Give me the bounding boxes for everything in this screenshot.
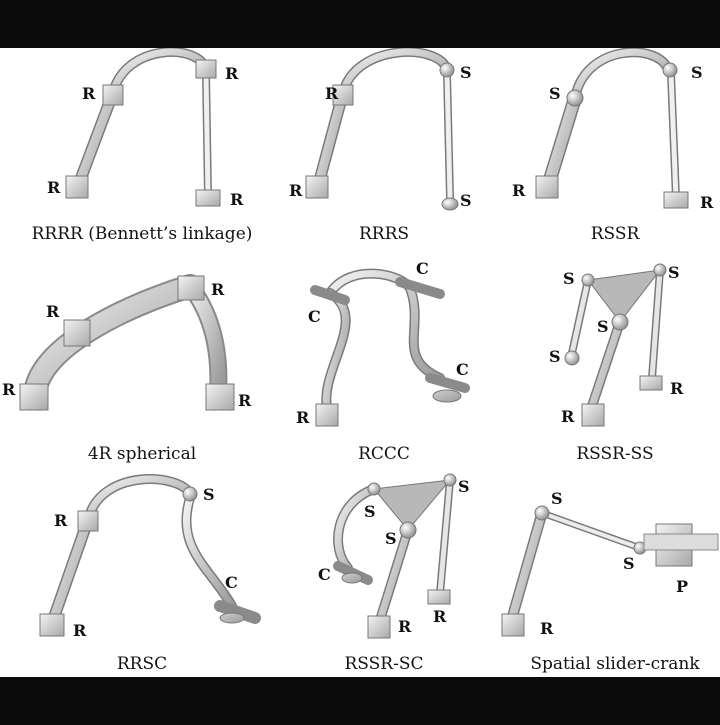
joint-label: S (385, 529, 397, 548)
joint-label: C (225, 573, 238, 592)
joint-label: R (82, 84, 96, 103)
spatial-slider-crank (501, 505, 719, 637)
joint-label: R (561, 407, 575, 426)
joint-label: R (46, 302, 60, 321)
spherical-4r-linkage (19, 274, 235, 411)
joint-label: S (549, 84, 561, 103)
caption-rrrr: RRRR (Bennett’s linkage) (31, 224, 253, 244)
joint-label: S (563, 269, 575, 288)
linkage-illustrations: R R R R R S R S S S R R R R R R C C C R (2, 48, 719, 640)
joint-label: R (230, 190, 244, 209)
caption-rrrs: RRRS (358, 224, 410, 244)
joint-label: S (691, 63, 703, 82)
joint-label: R (54, 511, 68, 530)
joint-label: C (456, 360, 469, 379)
joint-label: R (512, 181, 526, 200)
caption-rssr: RSSR (590, 224, 640, 244)
caption-rccc: RCCC (358, 444, 410, 464)
joint-label: R (296, 408, 310, 427)
joint-label: S (549, 347, 561, 366)
joint-label: S (668, 263, 680, 282)
joint-label: R (433, 607, 447, 626)
rssr-ss-linkage (564, 263, 667, 427)
joint-labels: R R R R R S R S S S R R R R R R C C C R (2, 63, 714, 640)
joint-label: R (398, 617, 412, 636)
caption-spatial-slider-crank: Spatial slider-crank (530, 654, 700, 674)
joint-label: S (364, 502, 376, 521)
joint-label: C (416, 259, 429, 278)
joint-label: S (458, 477, 470, 496)
joint-label: S (203, 485, 215, 504)
joint-label: R (47, 178, 61, 197)
joint-label: R (211, 280, 225, 299)
joint-label: R (700, 193, 714, 212)
joint-label: R (289, 181, 303, 200)
joint-label: R (325, 84, 339, 103)
joint-label: R (225, 64, 239, 83)
joint-label: R (670, 379, 684, 398)
joint-label: C (308, 307, 321, 326)
caption-rssr-sc: RSSR-SC (344, 654, 424, 674)
joint-label: S (597, 317, 609, 336)
rrsc-linkage (39, 474, 261, 637)
joint-label: S (551, 489, 563, 508)
joint-label: R (2, 380, 16, 399)
rssr-linkage (535, 48, 689, 209)
joint-label: R (73, 621, 87, 640)
joint-label: P (676, 577, 688, 596)
rrrs-linkage (305, 48, 459, 211)
joint-label: C (318, 565, 331, 584)
rccc-linkage (310, 268, 470, 427)
joint-label: R (238, 391, 252, 410)
rrrr-bennett-linkage (65, 48, 221, 207)
joint-label: S (623, 554, 635, 573)
rssr-sc-linkage (333, 473, 457, 639)
figure-panel: R R R R R S R S S S R R R R R R C C C R (0, 48, 720, 677)
joint-label: S (460, 191, 472, 210)
caption-rrsc: RRSC (116, 654, 168, 674)
joint-label: S (460, 63, 472, 82)
caption-4r-spherical: 4R spherical (87, 444, 197, 464)
caption-rssr-ss: RSSR-SS (576, 444, 654, 464)
joint-label: R (540, 619, 554, 638)
